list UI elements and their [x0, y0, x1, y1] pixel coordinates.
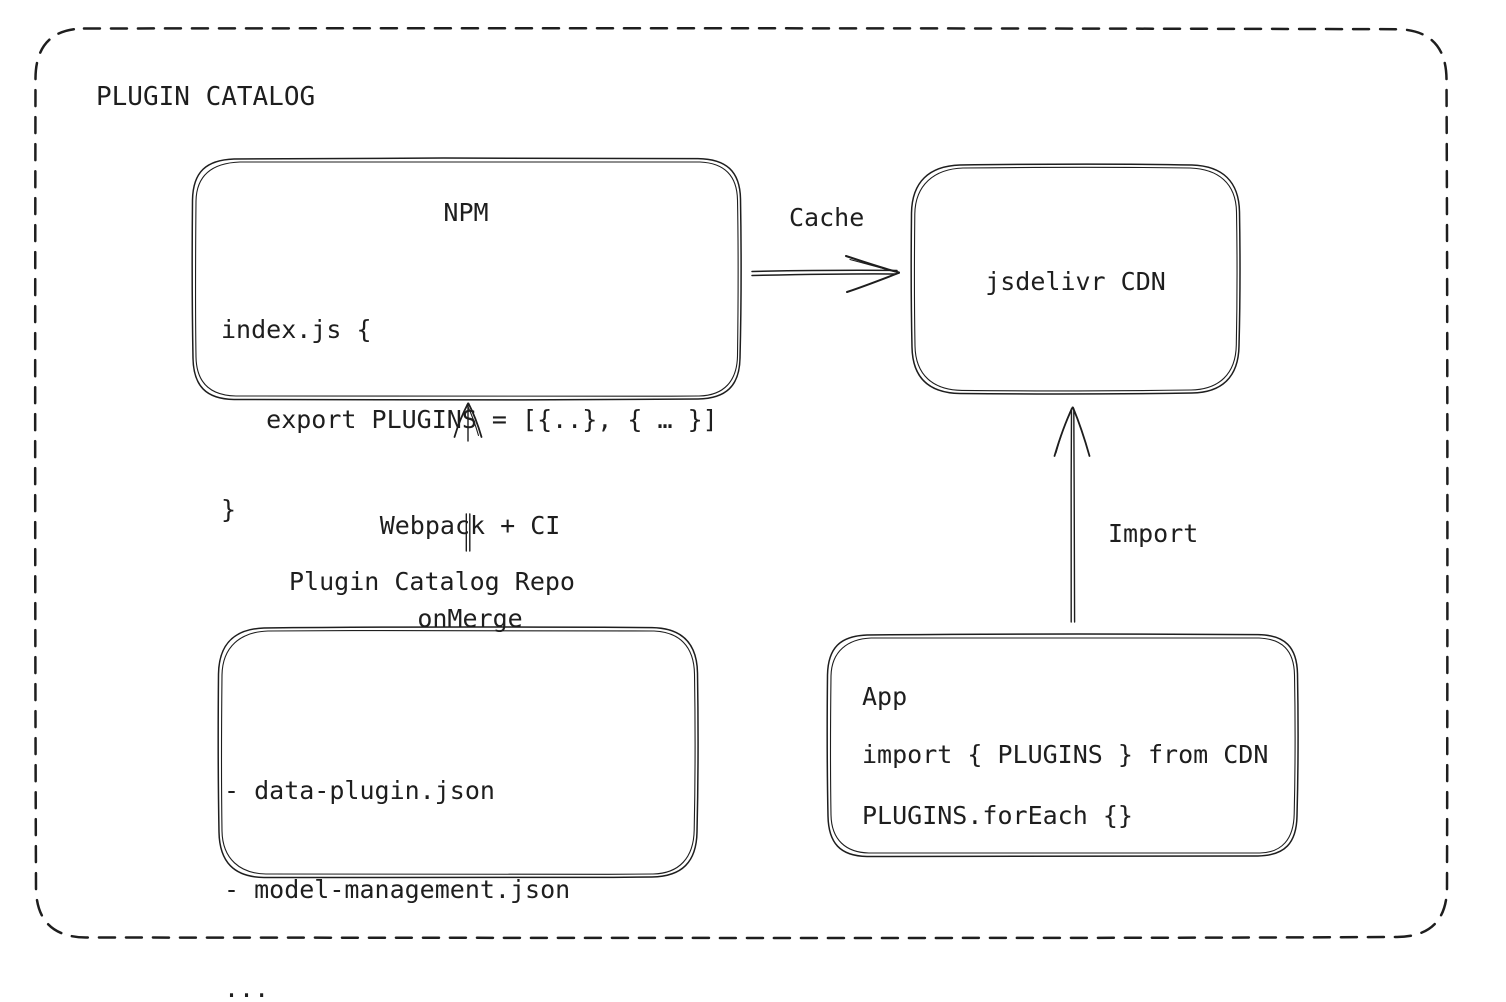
repo-box-outline: [217, 626, 699, 879]
diagram-title: PLUGIN CATALOG: [96, 82, 316, 112]
repo-file-item: ...: [224, 974, 270, 1002]
npm-code-block: index.js { export PLUGINS = [{..}, { … }…: [221, 255, 718, 585]
catalog-frame-outline: [33, 26, 1449, 940]
npm-code-line: export PLUGINS = [{..}, { … }]: [221, 405, 718, 434]
app-code-line: PLUGINS.forEach {}: [862, 801, 1133, 830]
app-box-outline: [826, 633, 1299, 858]
build-arrow-label-line: Webpack + CI: [379, 511, 561, 540]
import-arrow: [1053, 406, 1091, 623]
app-code-line: import { PLUGINS } from CDN: [862, 740, 1269, 769]
cdn-box-outline: [910, 163, 1241, 395]
repo-box-caption: Plugin Catalog Repo: [289, 567, 575, 596]
build-arrow-label-line: onMerge: [417, 604, 523, 633]
build-arrow-label: Webpack + CI onMerge: [328, 448, 612, 696]
repo-file-item: - model-management.json: [224, 875, 571, 904]
repo-file-list: - data-plugin.json - model-management.js…: [224, 708, 570, 1002]
build-arrow: [453, 402, 483, 552]
npm-box-outline: [191, 157, 742, 401]
cdn-box-label: jsdelivr CDN: [985, 267, 1166, 296]
app-box-title: App: [862, 682, 908, 711]
npm-code-line: }: [221, 495, 237, 524]
npm-box-title: NPM: [443, 198, 489, 227]
npm-code-line: index.js {: [221, 315, 372, 344]
import-arrow-label: Import: [1108, 519, 1199, 548]
cache-arrow-label: Cache: [789, 203, 865, 232]
repo-file-item: - data-plugin.json: [224, 776, 495, 805]
cache-arrow: [751, 255, 900, 293]
